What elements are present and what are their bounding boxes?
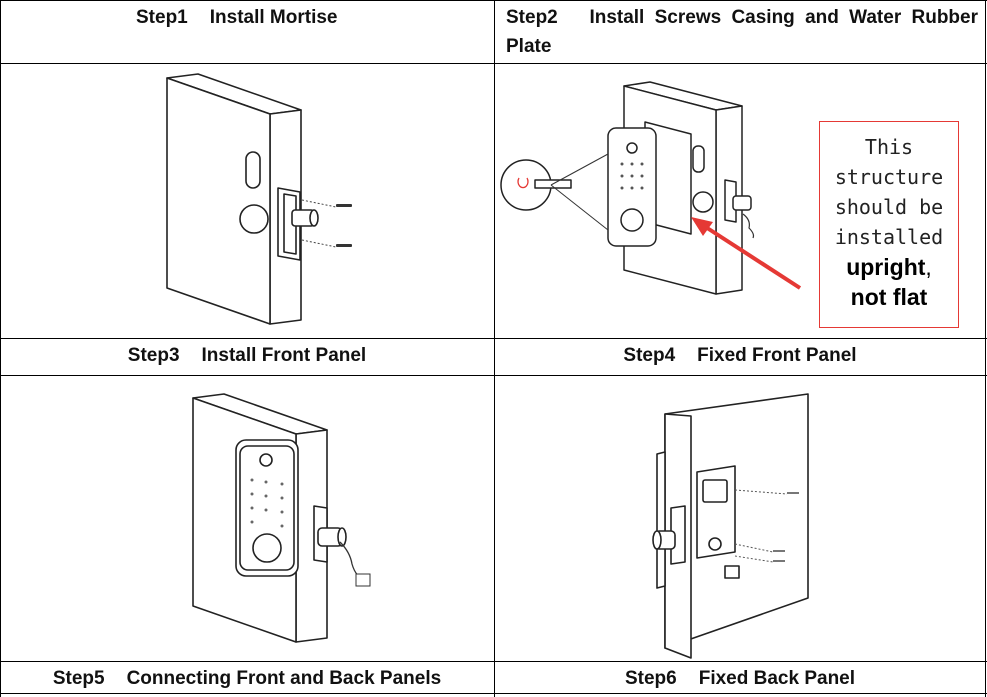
- table-divider-vertical: [494, 0, 495, 697]
- step3-illustration: [192, 393, 371, 643]
- step-number: Step1: [136, 7, 188, 28]
- table-border-left: [0, 0, 1, 697]
- step2-header: Step2 Install Screws Casing and Water Ru…: [506, 3, 978, 61]
- table-row-line-3: [0, 375, 987, 376]
- step5-header: Step5 Connecting Front and Back Panels: [0, 664, 494, 693]
- step2-illustration: [500, 81, 802, 295]
- step-title: Install Front Panel: [201, 345, 367, 366]
- note-line-2: structure: [834, 165, 944, 189]
- note-bold-not-flat: not flat: [850, 284, 928, 310]
- step1-illustration: [166, 73, 352, 325]
- step-number: Step2: [506, 7, 558, 28]
- step4-header: Step4 Fixed Front Panel: [494, 341, 986, 370]
- note-bold-upright: upright: [846, 254, 926, 280]
- step3-header: Step3 Install Front Panel: [0, 341, 494, 370]
- step-number: Step4: [623, 345, 676, 366]
- note-comma: ,: [925, 254, 932, 280]
- table-border-right: [985, 0, 986, 697]
- step-title: Install Mortise: [209, 7, 338, 28]
- red-arrow: [691, 217, 802, 290]
- step-title: Connecting Front and Back Panels: [126, 668, 442, 689]
- step-number: Step3: [127, 345, 180, 366]
- step-number: Step5: [52, 668, 105, 689]
- step-title-line2: Plate: [506, 36, 552, 57]
- step-title: Fixed Back Panel: [698, 668, 856, 689]
- step-title: Install Screws Casing and Water Rubber: [589, 7, 978, 28]
- step6-header: Step6 Fixed Back Panel: [494, 664, 986, 693]
- table-border-top: [0, 0, 987, 1]
- step4-illustration: [652, 393, 809, 659]
- note-line-1: This: [864, 135, 914, 159]
- note-line-4: installed: [834, 225, 944, 249]
- step1-header: Step1 Install Mortise: [136, 3, 338, 32]
- table-row-line-2: [0, 338, 987, 339]
- table-row-line-5: [0, 693, 987, 694]
- step-title: Fixed Front Panel: [697, 345, 857, 366]
- table-row-line-1: [0, 63, 987, 64]
- installation-note: This structure should be installed uprig…: [819, 121, 959, 328]
- table-row-line-4: [0, 661, 987, 662]
- step-number: Step6: [624, 668, 677, 689]
- note-line-3: should be: [834, 195, 944, 219]
